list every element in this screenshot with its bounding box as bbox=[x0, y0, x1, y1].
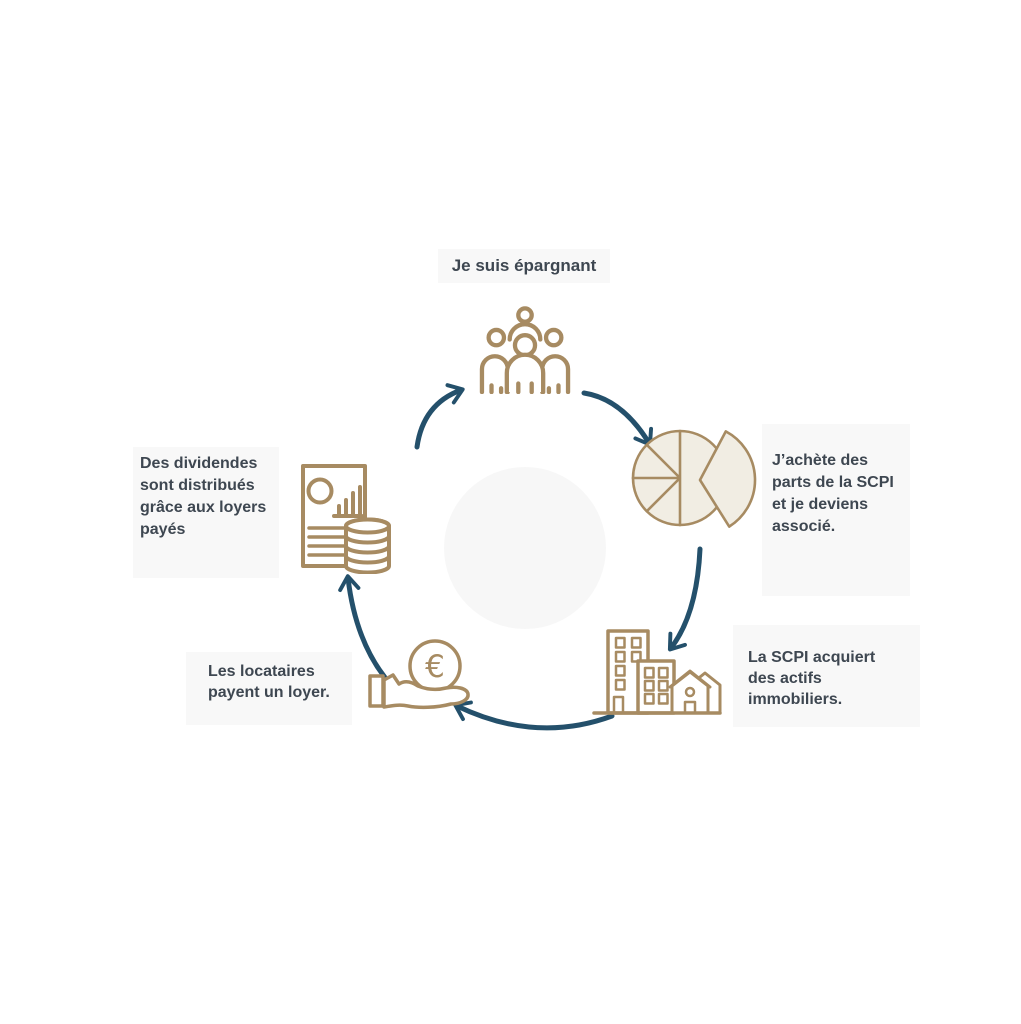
center-background-circle bbox=[444, 467, 606, 629]
arrow-dividends-to-saver bbox=[414, 383, 465, 450]
step-label-achat-parts: J’achète des parts de la SCPI et je devi… bbox=[762, 424, 910, 596]
step-label-loyers: Les locataires payent un loyer. bbox=[186, 652, 352, 725]
hand-euro-coin-icon: € bbox=[368, 639, 470, 710]
step-label-acquisition-actifs: La SCPI acquiert des actifs immobiliers. bbox=[733, 625, 920, 727]
savers-group-icon bbox=[479, 306, 571, 394]
arrow-assets-to-rent bbox=[453, 700, 615, 731]
step-label-epargnant: Je suis épargnant bbox=[438, 249, 610, 283]
euro-symbol: € bbox=[425, 649, 445, 685]
report-and-coins-icon bbox=[301, 464, 391, 574]
buildings-icon bbox=[592, 629, 722, 715]
pie-chart-shares-icon bbox=[631, 429, 757, 528]
step-label-dividendes: Des dividendes sont distribués grâce aux… bbox=[133, 447, 279, 578]
